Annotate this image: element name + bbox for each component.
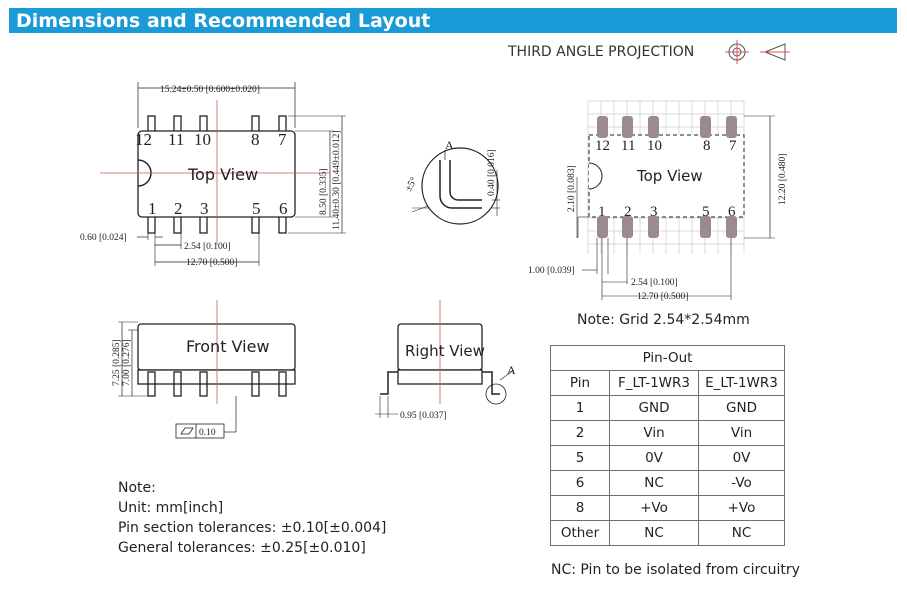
layout-pin-11: 11 — [621, 138, 635, 154]
layout-dim-span: 12.70 [0.500] — [637, 292, 688, 302]
layout-pin-2: 2 — [624, 204, 632, 220]
pinout-header-e: E_LT-1WR3 — [698, 370, 785, 396]
dim-pin-width: 0.60 [0.024] — [80, 233, 127, 243]
top-view-pin-7: 7 — [278, 130, 287, 149]
table-cell: 1 — [550, 395, 610, 421]
front-view-drawing — [118, 300, 296, 439]
table-row: 2 Vin Vin — [550, 420, 785, 446]
table-cell: Vin — [609, 420, 699, 446]
layout-top-view-label: Top View — [636, 167, 703, 185]
table-cell: 5 — [550, 445, 610, 471]
table-row: 5 0V 0V — [550, 445, 785, 471]
section-header: Dimensions and Recommended Layout — [0, 0, 907, 34]
top-view-label: Top View — [187, 165, 258, 184]
front-dim-body: 7.00 [0.276] — [122, 339, 132, 386]
projection-label: THIRD ANGLE PROJECTION — [508, 44, 695, 60]
layout-body — [576, 115, 775, 300]
top-view-pin-5: 5 — [252, 199, 261, 218]
pinout-header-pin: Pin — [550, 370, 610, 396]
dim-pitch: 2.54 [0.100] — [184, 242, 231, 252]
header-bar — [9, 8, 897, 33]
detail-a-drawing — [411, 147, 500, 225]
layout-pin-12: 12 — [595, 138, 610, 154]
table-cell: NC — [609, 470, 699, 496]
table-cell: 2 — [550, 420, 610, 446]
top-view-pin-6: 6 — [279, 199, 288, 218]
layout-pin-7: 7 — [729, 138, 737, 154]
layout-pin-1: 1 — [598, 204, 606, 220]
table-row: Other NC NC — [550, 520, 785, 546]
top-view-pin-3: 3 — [200, 199, 209, 218]
layout-pin-6: 6 — [728, 204, 736, 220]
detail-angle: ±5° — [403, 175, 420, 193]
table-cell: +Vo — [609, 495, 699, 521]
layout-pin-5: 5 — [702, 204, 710, 220]
table-cell: GND — [609, 395, 699, 421]
table-cell: +Vo — [698, 495, 785, 521]
top-view-pin-2: 2 — [174, 199, 183, 218]
dim-total-height: 11.40±0.30 [0.449±0.012] — [332, 130, 342, 230]
table-cell: NC — [698, 520, 785, 546]
table-cell: NC — [609, 520, 699, 546]
layout-pin-8: 8 — [703, 138, 711, 154]
top-view-pin-10: 10 — [194, 130, 211, 149]
layout-pin-3: 3 — [650, 204, 658, 220]
right-view-label: Right View — [405, 342, 485, 360]
layout-dim-pitch: 2.54 [0.100] — [631, 278, 678, 288]
top-view-pin-1: 1 — [148, 199, 157, 218]
note-unit: Unit: mm[inch] — [118, 500, 224, 516]
layout-dim-offset: 2.10 [0.083] — [567, 165, 577, 212]
right-view-drawing — [375, 300, 515, 418]
right-view-detail-label: A — [507, 363, 516, 377]
table-row: 1 GND GND — [550, 395, 785, 421]
pinout-table: Pin-Out Pin F_LT-1WR3 E_LT-1WR3 1 GND GN… — [550, 345, 785, 546]
top-view-pin-11: 11 — [168, 130, 184, 149]
table-cell: Other — [550, 520, 610, 546]
table-cell: 0V — [609, 445, 699, 471]
layout-pin-10: 10 — [647, 138, 662, 154]
note-general-tolerance: General tolerances: ±0.25[±0.010] — [118, 540, 366, 556]
notes-block: Note: Unit: mm[inch] Pin section toleran… — [118, 478, 386, 558]
pinout-footnote: NC: Pin to be isolated from circuitry — [551, 562, 800, 578]
layout-dim-height: 12.20 [0.480] — [778, 154, 788, 205]
front-dim-total: 7.25 [0.285] — [112, 339, 122, 386]
dim-width: 15.24±0.50 [0.600±0.020] — [160, 85, 260, 95]
section-title: Dimensions and Recommended Layout — [16, 10, 431, 32]
table-cell: -Vo — [698, 470, 785, 496]
table-row: 6 NC -Vo — [550, 470, 785, 496]
front-view-label: Front View — [186, 337, 270, 356]
pinout-header-f: F_LT-1WR3 — [609, 370, 699, 396]
top-view-drawing — [100, 82, 346, 266]
table-cell: 8 — [550, 495, 610, 521]
pinout-title: Pin-Out — [550, 345, 785, 371]
right-dim-foot: 0.95 [0.037] — [400, 411, 447, 421]
table-row: 8 +Vo +Vo — [550, 495, 785, 521]
top-view-pin-8: 8 — [251, 130, 260, 149]
layout-dim-pad: 1.00 [0.039] — [528, 266, 575, 276]
detail-a-label: A — [445, 138, 454, 152]
top-view-pin-12: 12 — [135, 130, 152, 149]
table-cell: 6 — [550, 470, 610, 496]
notes-heading: Note: — [118, 480, 156, 496]
dim-height: 8.50 [0.335] — [319, 168, 329, 215]
grid-note: Note: Grid 2.54*2.54mm — [577, 312, 750, 328]
table-cell: Vin — [698, 420, 785, 446]
detail-dim: 0.40 [0.016] — [487, 149, 497, 196]
dim-span: 12.70 [0.500] — [186, 258, 237, 268]
front-flatness: 0.10 — [199, 428, 216, 438]
projection-symbol-icon — [725, 40, 790, 64]
table-cell: GND — [698, 395, 785, 421]
note-pin-tolerance: Pin section tolerances: ±0.10[±0.004] — [118, 520, 387, 536]
table-cell: 0V — [698, 445, 785, 471]
